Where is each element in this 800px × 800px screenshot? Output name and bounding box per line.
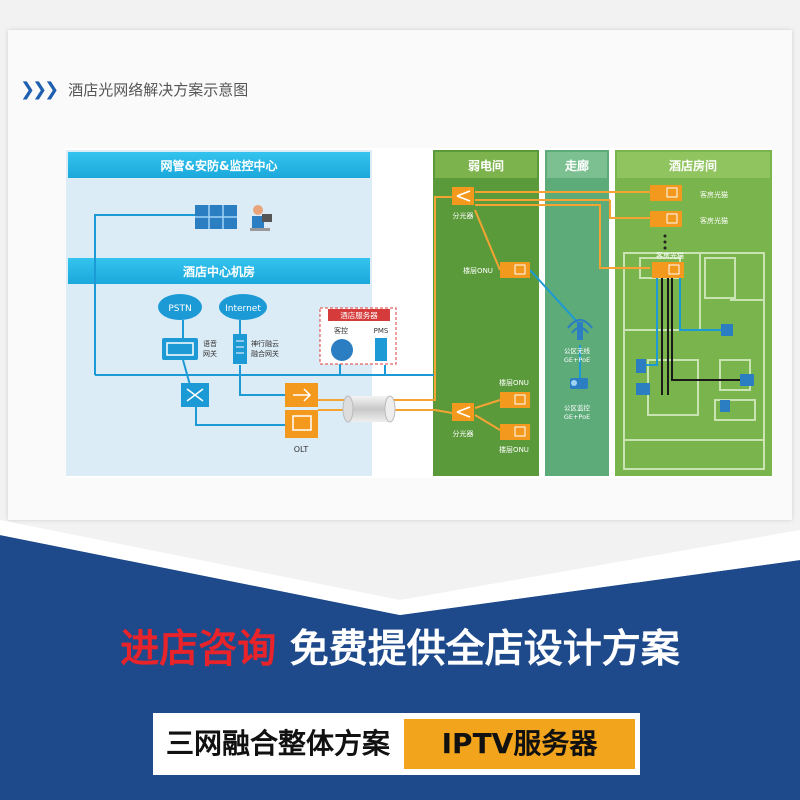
- floor-onu-3-icon: [500, 424, 530, 440]
- weak-room-header-label: 弱电间: [468, 158, 504, 173]
- weak-room-header: [435, 152, 537, 178]
- tag-bar: 三网融合整体方案 IPTV服务器: [153, 713, 640, 775]
- pms-server-icon: [375, 338, 387, 361]
- cloud-gateway-label-1: 神行融云: [251, 339, 279, 348]
- operator-icon: [250, 205, 272, 231]
- camera-icon: [570, 378, 588, 389]
- hotel-room-header: [617, 152, 770, 178]
- room-device-icon: [720, 400, 730, 412]
- splitter-top-icon: [452, 187, 474, 205]
- hotel-server-group: 酒店服务器 客控 PMS: [319, 307, 397, 365]
- room-onu-2-label: 客房光猫: [700, 216, 728, 225]
- hotel-room-panel: [615, 150, 772, 476]
- room-onu-1-icon: [650, 185, 682, 201]
- pstn-cloud-icon: PSTN: [158, 294, 202, 320]
- noc-header: [68, 152, 370, 178]
- room-phone-icon: [636, 359, 646, 373]
- room-links: [661, 278, 740, 395]
- noc-header-label: 网管&安防&监控中心: [161, 158, 278, 173]
- pstn-label: PSTN: [168, 304, 191, 314]
- tag-iptv-server[interactable]: IPTV服务器: [404, 719, 635, 769]
- room-onu-2-icon: [650, 211, 682, 227]
- splitter-bottom-label: 分光器: [453, 429, 474, 438]
- olt-icon: [285, 383, 318, 438]
- internet-label: Internet: [225, 304, 261, 314]
- monitor-wall-icon: [195, 205, 237, 229]
- pms-label: PMS: [374, 327, 389, 335]
- corridor-header-label: 走廊: [565, 158, 589, 173]
- room-ap-icon: [721, 324, 733, 336]
- voice-gateway-icon: [162, 338, 198, 360]
- floor-onu-2-label: 楼层ONU: [499, 378, 529, 387]
- corridor-header: [547, 152, 607, 178]
- promo-highlight: 进店咨询: [120, 627, 277, 672]
- blue-links: [94, 214, 435, 426]
- splitter-bottom-icon: [452, 403, 474, 421]
- cloud-gateway-icon: [233, 334, 247, 364]
- internet-cloud-icon: Internet: [219, 294, 267, 320]
- room-pc-icon: [636, 383, 650, 395]
- guest-ctrl-label: 客控: [334, 326, 348, 335]
- public-cam-label-2: GE+PoE: [564, 413, 590, 421]
- datacenter-header: [68, 258, 370, 284]
- title-text: 酒店光网络解决方案示意图: [68, 81, 249, 99]
- datacenter-header-label: 酒店中心机房: [183, 264, 255, 279]
- core-switch-icon: [181, 383, 209, 407]
- splitter-top-label: 分光器: [453, 211, 474, 220]
- fiber-links: [318, 191, 650, 431]
- corridor-panel: [545, 150, 609, 476]
- fiber-cable-icon: [342, 395, 396, 423]
- floor-onu-3-label: 楼层ONU: [499, 445, 529, 454]
- room-onu-3-icon: [652, 262, 684, 278]
- ellipsis-dots: [663, 234, 667, 250]
- public-cam-label-1: 公区监控: [564, 403, 591, 412]
- voice-gateway-label-1: 语音: [203, 339, 217, 348]
- floor-onu-1-icon: [500, 262, 530, 278]
- room-tv-icon: [740, 374, 754, 386]
- wifi-ap-icon: [567, 319, 593, 340]
- promo-line: 进店咨询 免费提供全店设计方案: [0, 620, 800, 680]
- hotel-room-header-label: 酒店房间: [669, 158, 717, 173]
- hotel-server-label: 酒店服务器: [340, 310, 378, 320]
- page-title: ❯❯❯ 酒店光网络解决方案示意图: [20, 80, 270, 100]
- public-wifi-label-2: GE+PoE: [564, 356, 590, 364]
- tag-integrated-solution[interactable]: 三网融合整体方案: [157, 719, 399, 769]
- chevrons-icon: ❯❯❯: [20, 79, 59, 100]
- olt-label: OLT: [294, 445, 309, 454]
- room-onu-1-label: 客房光猫: [700, 190, 728, 199]
- promo-text: 免费提供全店设计方案: [289, 627, 680, 672]
- floor-onu-1-label: 楼层ONU: [463, 266, 493, 275]
- network-diagram: 网管&安防&监控中心 酒店中心机房 弱电间 走廊 酒店房间: [66, 148, 772, 478]
- floor-onu-2-icon: [500, 392, 530, 408]
- voice-gateway-label-2: 网关: [203, 349, 217, 358]
- public-wifi-label-1: 公区无线: [564, 346, 591, 355]
- cloud-gateway-label-2: 融合网关: [251, 349, 279, 358]
- room-onu-3-label: 客房光猫: [656, 251, 684, 260]
- guest-ctrl-icon: [331, 339, 353, 361]
